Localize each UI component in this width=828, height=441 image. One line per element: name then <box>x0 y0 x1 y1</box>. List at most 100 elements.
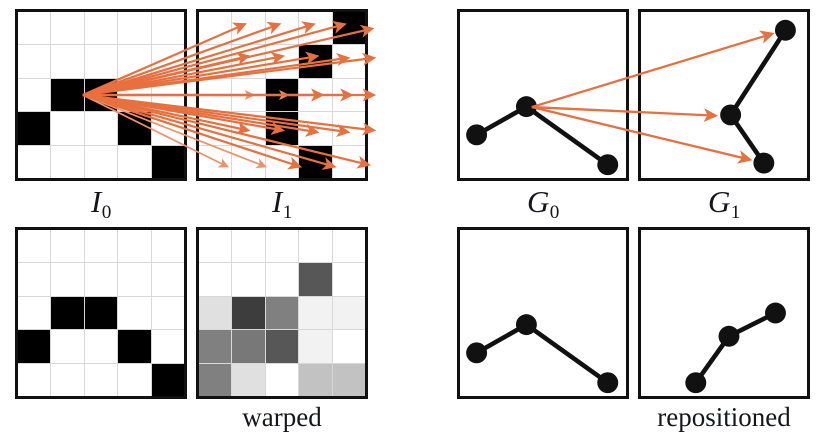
pixel-cell <box>199 145 232 178</box>
graph-node <box>718 325 740 347</box>
pixel-cell <box>151 12 184 45</box>
graph-plot-g1 <box>720 19 796 174</box>
pixel-cell <box>299 230 332 263</box>
panel-repositioned <box>638 227 810 399</box>
pixel-cell <box>232 363 265 396</box>
label-g1: G1 <box>638 186 810 222</box>
pixel-cell <box>84 263 118 296</box>
pixel-cell <box>84 145 118 178</box>
pixel-cell <box>84 330 118 363</box>
graph-node <box>597 372 619 394</box>
pixel-cell <box>199 330 232 363</box>
pixel-cell <box>18 363 51 396</box>
panel-source-image <box>15 227 187 399</box>
pixel-cell <box>232 12 265 45</box>
pixel-grid-i0 <box>18 12 184 178</box>
pixel-cell <box>265 12 299 45</box>
graph-node <box>466 342 488 364</box>
pixel-cell <box>18 230 51 263</box>
panel-source-graph <box>457 227 629 399</box>
graph-edge <box>731 30 786 115</box>
pixel-cell <box>199 263 232 296</box>
pixel-cell <box>118 12 151 45</box>
label-g0: G0 <box>457 186 629 222</box>
pixel-cell <box>332 45 365 78</box>
pixel-cell <box>299 263 332 296</box>
pixel-cell <box>51 12 84 45</box>
pixel-cell <box>51 78 84 112</box>
pixel-cell <box>199 12 232 45</box>
pixel-cell <box>265 145 299 178</box>
label-i0-subscript: 0 <box>101 201 112 223</box>
pixel-cell <box>265 45 299 78</box>
pixel-cell <box>299 112 332 145</box>
graph-node <box>720 104 742 126</box>
pixel-grid-i1 <box>199 12 365 178</box>
pixel-cell <box>265 330 299 363</box>
pixel-cell <box>118 296 151 330</box>
pixel-cell <box>199 363 232 396</box>
pixel-cell <box>51 263 84 296</box>
pixel-cell <box>299 296 332 330</box>
pixel-cell <box>232 296 265 330</box>
pixel-cell <box>18 78 51 112</box>
pixel-cell <box>51 45 84 78</box>
pixel-cell <box>299 330 332 363</box>
graph-node <box>515 314 537 336</box>
pixel-cell <box>51 230 84 263</box>
pixel-cell <box>51 330 84 363</box>
graph-node <box>774 19 796 41</box>
pixel-cell <box>232 263 265 296</box>
pixel-cell <box>332 330 365 363</box>
pixel-cell <box>232 230 265 263</box>
pixel-cell <box>118 78 151 112</box>
pixel-cell <box>118 330 151 363</box>
pixel-cell <box>51 145 84 178</box>
pixel-cell <box>299 363 332 396</box>
graph-edge <box>526 325 607 383</box>
pixel-cell <box>332 12 365 45</box>
label-g1-subscript: 1 <box>730 201 741 223</box>
graph-node <box>597 154 619 176</box>
pixel-cell <box>51 296 84 330</box>
pixel-cell <box>84 12 118 45</box>
label-i0: I0 <box>15 184 187 222</box>
pixel-cell <box>118 363 151 396</box>
label-i0-text: I <box>91 184 102 219</box>
pixel-cell <box>199 230 232 263</box>
graph-edge <box>526 107 607 165</box>
pixel-cell <box>265 78 299 112</box>
pixel-cell <box>299 12 332 45</box>
pixel-cell <box>18 330 51 363</box>
label-g0-subscript: 0 <box>549 201 560 223</box>
pixel-cell <box>199 45 232 78</box>
pixel-cell <box>299 78 332 112</box>
pixel-cell <box>18 45 51 78</box>
label-repositioned: repositioned <box>657 402 791 432</box>
pixel-cell <box>18 263 51 296</box>
pixel-cell <box>151 230 184 263</box>
graph-plot-repositioned <box>685 302 786 394</box>
pixel-cell <box>265 363 299 396</box>
graph-node <box>685 372 707 394</box>
pixel-cell <box>332 363 365 396</box>
pixel-cell <box>332 230 365 263</box>
panel-i0 <box>15 9 187 181</box>
pixel-cell <box>118 112 151 145</box>
pixel-cell <box>232 78 265 112</box>
pixel-cell <box>151 296 184 330</box>
panel-i1 <box>196 9 368 181</box>
label-i1: I1 <box>196 184 368 222</box>
pixel-cell <box>232 112 265 145</box>
pixel-cell <box>18 112 51 145</box>
pixel-cell <box>18 12 51 45</box>
graph-node <box>515 96 537 118</box>
pixel-cell <box>232 45 265 78</box>
pixel-cell <box>299 145 332 178</box>
label-i1-text: I <box>272 184 283 219</box>
pixel-cell <box>84 296 118 330</box>
panel-warped <box>196 227 368 399</box>
pixel-grid-warped <box>199 230 365 396</box>
pixel-cell <box>265 112 299 145</box>
pixel-cell <box>118 145 151 178</box>
